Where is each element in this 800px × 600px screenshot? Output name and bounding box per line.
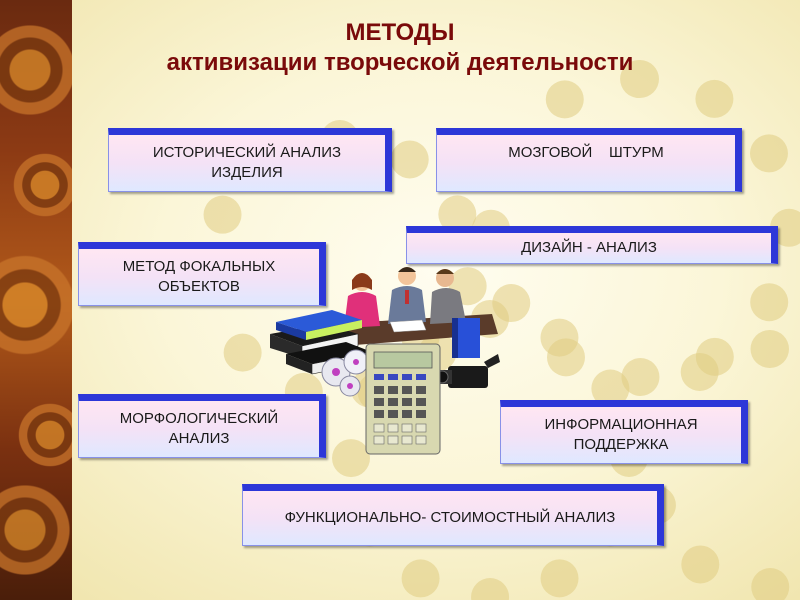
method-label: ИНФОРМАЦИОННАЯ ПОДДЕРЖКА (544, 416, 698, 453)
binder-icon (452, 318, 480, 358)
method-box-morphological-analysis: МОРФОЛОГИЧЕСКИЙ АНАЛИЗ (78, 394, 326, 458)
method-box-design-analysis: ДИЗАЙН - АНАЛИЗ (406, 226, 778, 264)
method-box-historical-analysis: ИСТОРИЧЕСКИЙ АНАЛИЗ ИЗДЕЛИЯ (108, 128, 392, 192)
left-decorative-strip (0, 0, 72, 600)
title-line-2: активизации творческой деятельности (166, 49, 634, 76)
slide-title: МЕТОДЫ активизации творческой деятельнос… (80, 18, 720, 78)
title-line-1: МЕТОДЫ (345, 19, 455, 46)
method-box-information-support: ИНФОРМАЦИОННАЯ ПОДДЕРЖКА (500, 400, 748, 464)
method-box-brainstorm: МОЗГОВОЙ ШТУРМ (436, 128, 742, 192)
method-box-functional-cost-analysis: ФУНКЦИОНАЛЬНО- СТОИМОСТНЫЙ АНАЛИЗ (242, 484, 664, 546)
method-label: ДИЗАЙН - АНАЛИЗ (521, 239, 657, 256)
method-box-focal-objects: МЕТОД ФОКАЛЬНЫХ ОБЪЕКТОВ (78, 242, 326, 306)
method-label: ФУНКЦИОНАЛЬНО- СТОИМОСТНЫЙ АНАЛИЗ (284, 509, 616, 526)
method-label: ИСТОРИЧЕСКИЙ АНАЛИЗ ИЗДЕЛИЯ (152, 144, 342, 181)
method-label: МОЗГОВОЙ ШТУРМ (508, 144, 664, 161)
clipart-scene (270, 267, 500, 455)
method-label: МЕТОД ФОКАЛЬНЫХ ОБЪЕКТОВ (122, 258, 276, 295)
method-label: МОРФОЛОГИЧЕСКИЙ АНАЛИЗ (119, 410, 279, 447)
film-reels-icon (321, 349, 369, 397)
video-camera-icon (435, 354, 500, 388)
calculator-icon (365, 343, 441, 455)
